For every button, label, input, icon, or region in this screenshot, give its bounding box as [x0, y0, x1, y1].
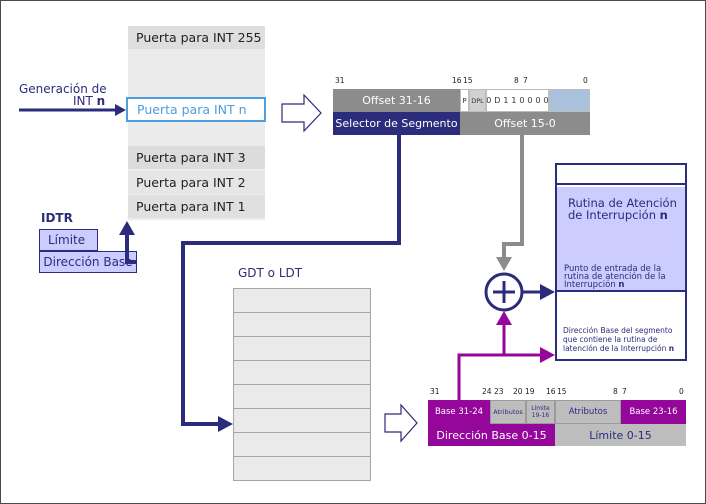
idt-entry-255-label: Puerta para INT 255 [136, 30, 262, 45]
idtr-base-field: Dirección Base [39, 251, 137, 273]
idt-gap-lower [128, 122, 265, 146]
gate-selector: Selector de Segmento [333, 112, 460, 135]
idtr-base-label: Dirección Base [43, 255, 133, 269]
gdt-row-4 [233, 360, 371, 385]
gate-bit-0: 0 [583, 76, 588, 85]
idt-entry-3: Puerta para INT 3 [128, 146, 265, 169]
idt-entry-1-label: Puerta para INT 1 [136, 199, 246, 214]
isr-base-line1: Dirección Base del segmento [563, 326, 673, 335]
idt-entry-n-label: Puerta para INT n [137, 102, 247, 117]
selector-to-gdt-arrowhead [218, 416, 233, 432]
adder-to-isr-arrowhead [540, 284, 555, 300]
generation-arrowhead [115, 104, 126, 116]
seg-bit-24: 24 [482, 387, 492, 396]
gdt-row-2 [233, 312, 371, 337]
isr-body [557, 187, 685, 292]
seg-bit-23: 23 [494, 387, 504, 396]
seg-attributes-b: Atributos [555, 400, 621, 424]
idt-entry-n: Puerta para INT n [126, 97, 266, 122]
seg-bit-16: 16 [546, 387, 556, 396]
gate-reserved-bits [549, 89, 590, 112]
gate-dpl-field: DPL [469, 89, 486, 112]
idt-entry-3-label: Puerta para INT 3 [136, 150, 246, 165]
isr-entry-line2: rutina de atención de la [564, 272, 666, 282]
idt-gap-upper [128, 49, 265, 97]
gate-offset-high: Offset 31-16 [333, 89, 460, 112]
isr-base-line3: latención de la Interrupción n [563, 344, 675, 353]
isr-header-strip [557, 165, 685, 185]
generation-label-line1: Generación de [19, 82, 107, 96]
gate-bit-8: 8 [514, 76, 519, 85]
isr-entry-line3: Interrupción n [564, 280, 625, 290]
gate-bit-31: 31 [335, 76, 345, 85]
seg-bit-15: 15 [557, 387, 567, 396]
seg-bit-0: 0 [679, 387, 684, 396]
idt-entry-2-label: Puerta para INT 2 [136, 175, 246, 190]
isr-title-line2: de Interrupción n [568, 208, 668, 222]
selector-to-gdt-line [181, 135, 401, 426]
idt-entry-255: Puerta para INT 255 [128, 26, 265, 49]
gate-bit-15: 15 [463, 76, 473, 85]
gdt-row-6 [233, 408, 371, 433]
seg-base-31-24: Base 31-24 [428, 400, 490, 424]
seg-bit-7: 7 [622, 387, 627, 396]
gdt-title: GDT o LDT [238, 266, 303, 280]
gate-type-bits: 0 D 1 1 0 0 0 0 [486, 89, 549, 112]
idtr-limit-field: Límite [39, 229, 98, 251]
base-to-adder-line [457, 353, 541, 400]
seg-bit-8: 8 [613, 387, 618, 396]
block-arrow-gdt-to-seg [384, 403, 418, 443]
seg-limit-0-15: Límite 0-15 [555, 424, 686, 446]
offset-to-adder-line [502, 135, 524, 258]
seg-bit-20: 20 [513, 387, 523, 396]
idtr-arrow [125, 233, 137, 264]
idt-entry-2: Puerta para INT 2 [128, 171, 265, 194]
block-arrow-idt-to-gate [281, 93, 322, 133]
isr-base-line2: que contiene la rutina de [563, 335, 658, 344]
seg-base-23-16: Base 23-16 [621, 400, 686, 424]
seg-bit-19: 19 [525, 387, 535, 396]
gate-bit-7: 7 [523, 76, 528, 85]
offset-to-adder-arrowhead [496, 257, 512, 271]
gate-offset-low: Offset 15-0 [460, 112, 590, 135]
adder-plus [493, 281, 515, 303]
generation-label-line2: INT n [73, 94, 106, 108]
gdt-row-8 [233, 456, 371, 481]
isr-entry-line1: Punto de entrada de la [564, 264, 662, 274]
base-to-adder-arrowhead [496, 311, 512, 325]
seg-bit-31: 31 [430, 387, 440, 396]
idtr-title: IDTR [41, 211, 73, 225]
seg-attributes-a: Atributos [490, 400, 526, 424]
gate-p-bit: P [460, 89, 469, 112]
idt-entry-1: Puerta para INT 1 [128, 195, 265, 218]
isr-title-line1: Rutina de Atención [568, 196, 677, 210]
idtr-arrowhead [119, 221, 135, 235]
gdt-row-5 [233, 384, 371, 409]
gate-bit-16: 16 [452, 76, 462, 85]
idtr-limit-label: Límite [48, 233, 86, 247]
seg-base-0-15: Dirección Base 0-15 [428, 424, 555, 446]
base-to-isr-arrowhead [540, 347, 555, 363]
